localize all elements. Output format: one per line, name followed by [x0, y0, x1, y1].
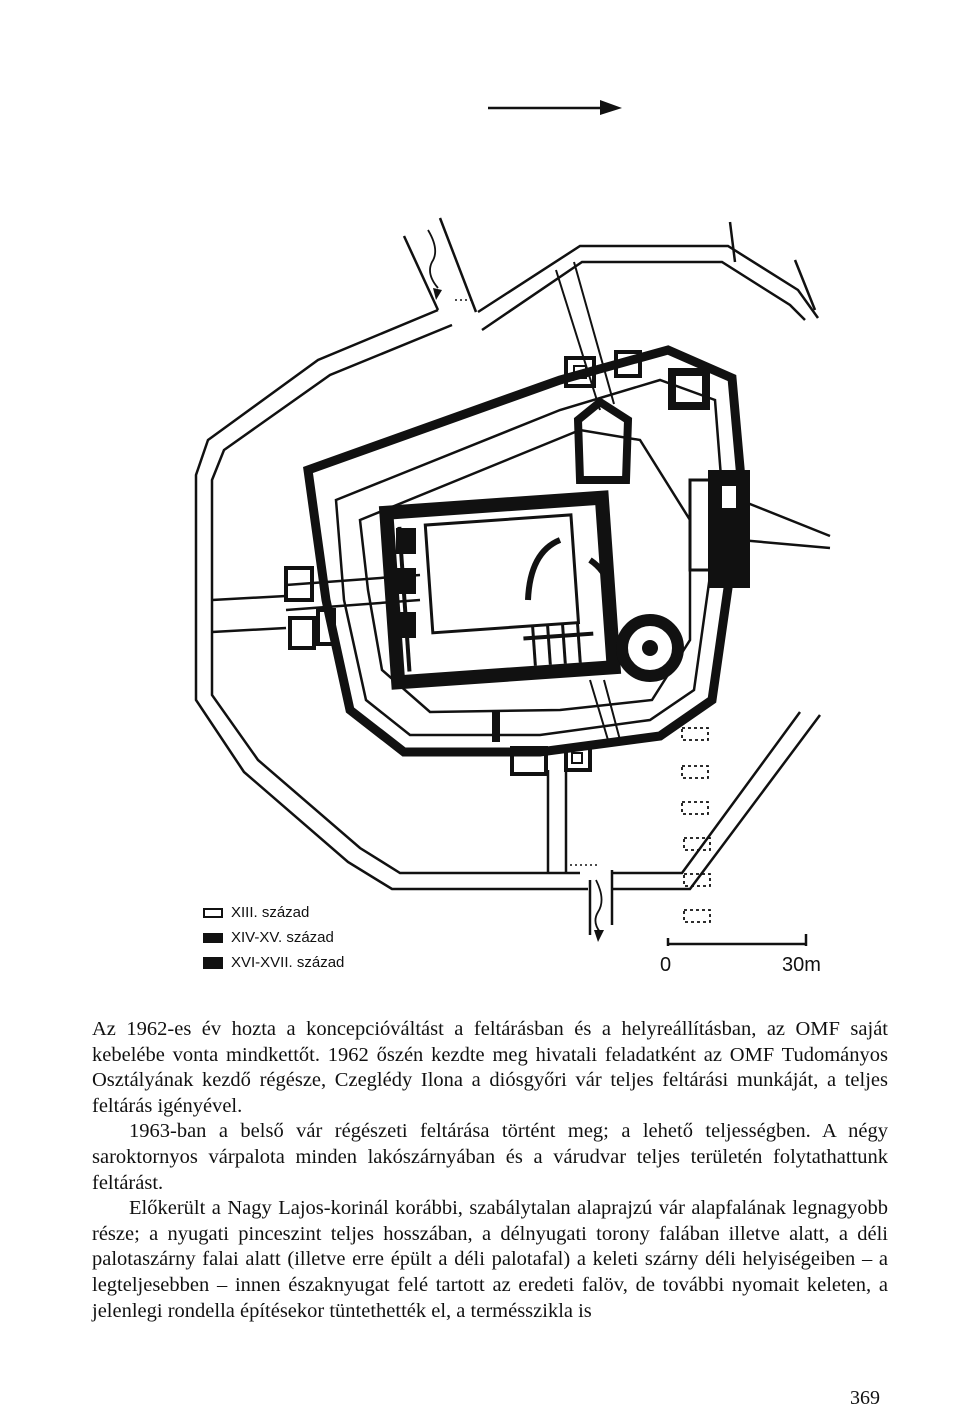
scale-end-label: 30m: [782, 954, 821, 976]
south-passage: [546, 770, 614, 942]
north-gate: [402, 217, 478, 313]
legend-swatch-outline: [203, 907, 223, 918]
east-tower: [688, 470, 750, 588]
inner-bailey-wall: [358, 428, 692, 714]
south-towers: [492, 710, 592, 776]
east-walls: [728, 221, 831, 550]
legend-item: XVI-XVII. század: [203, 950, 344, 975]
page-number: 369: [850, 1387, 880, 1409]
dashed-features: [681, 727, 711, 923]
legend-label: XVI-XVII. század: [231, 954, 345, 971]
castle-ground-plan: [194, 100, 831, 946]
figure-legend: XIII. század XIV-XV. század XVI-XVII. sz…: [203, 900, 344, 975]
paragraph: 1963-ban a belső vár régészeti feltárása…: [92, 1120, 888, 1194]
palace-block: [378, 490, 684, 690]
north-arrow-icon: [488, 100, 622, 115]
legend-item: XIII. század: [203, 900, 344, 925]
body-text: Az 1962-es év hozta a koncepcióváltást a…: [92, 1017, 888, 1324]
legend-swatch-filled: [203, 956, 223, 969]
legend-label: XIV-XV. század: [231, 929, 334, 946]
paragraph: Az 1962-es év hozta a koncepcióváltást a…: [92, 1018, 888, 1117]
paragraph: Előkerült a Nagy Lajos-korinál korábbi, …: [92, 1197, 888, 1322]
legend-swatch-filled: [203, 932, 223, 943]
scale-start-label: 0: [660, 954, 672, 976]
legend-item: XIV-XV. század: [203, 925, 344, 950]
outer-wall: [194, 244, 822, 891]
legend-label: XIII. század: [231, 904, 310, 921]
inner-passages: [555, 261, 621, 741]
middle-wall: [303, 345, 747, 757]
west-towers: [284, 566, 336, 650]
scale-bar: [666, 934, 808, 946]
north-towers: [564, 350, 710, 484]
